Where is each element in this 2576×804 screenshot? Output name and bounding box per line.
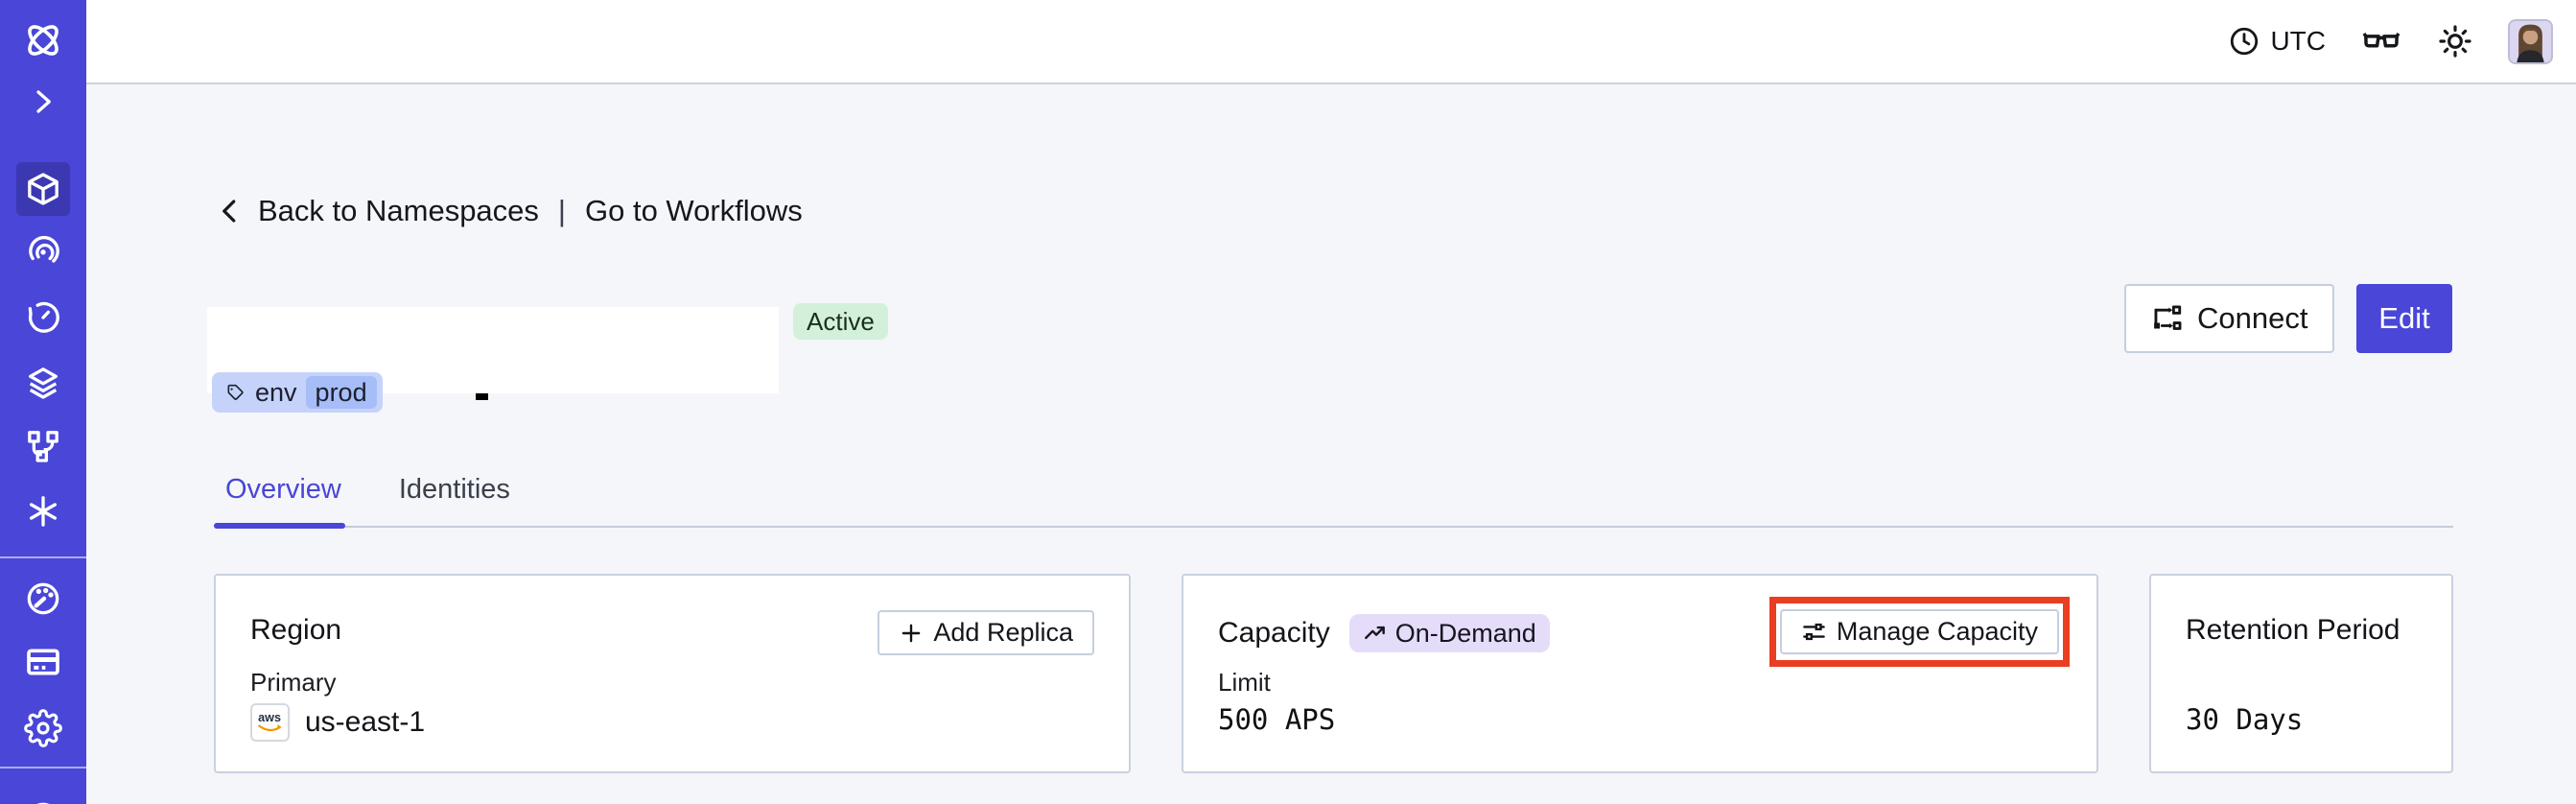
clock-icon xyxy=(2228,25,2260,58)
layers-icon[interactable] xyxy=(24,364,62,402)
region-card: Region Add Replica Primary aws us-east-1 xyxy=(214,574,1131,773)
tab-active-underline xyxy=(214,523,345,529)
edit-button-label: Edit xyxy=(2378,301,2430,335)
help-icon[interactable] xyxy=(24,799,62,804)
nexus-asterisk-icon[interactable] xyxy=(24,492,62,531)
status-badge: Active xyxy=(793,303,888,340)
settings-gear-icon[interactable] xyxy=(24,709,62,747)
namespaces-icon[interactable] xyxy=(24,170,62,208)
namespace-tag[interactable]: env prod xyxy=(212,372,383,413)
edit-button[interactable]: Edit xyxy=(2356,284,2452,353)
connect-button-label: Connect xyxy=(2197,301,2308,335)
retention-card: Retention Period 30 Days xyxy=(2149,574,2453,773)
usage-gauge-icon[interactable] xyxy=(24,579,62,618)
retention-card-title: Retention Period xyxy=(2186,614,2400,646)
connect-flow-icon xyxy=(2154,305,2182,330)
trending-up-icon xyxy=(1364,626,1385,640)
region-primary-label: Primary xyxy=(250,668,337,697)
capacity-card-title: Capacity xyxy=(1218,617,1330,649)
retention-value: 30 Days xyxy=(2186,703,2304,736)
schedules-clock-icon[interactable] xyxy=(24,298,62,337)
manage-capacity-button[interactable]: Manage Capacity xyxy=(1779,609,2059,654)
billing-card-icon[interactable] xyxy=(24,643,62,681)
plus-icon xyxy=(902,624,921,642)
manage-capacity-highlight-annotation: Manage Capacity xyxy=(1768,597,2070,667)
add-replica-button[interactable]: Add Replica xyxy=(878,610,1094,655)
connect-button[interactable]: Connect xyxy=(2124,284,2335,353)
tab-overview[interactable]: Overview xyxy=(225,474,341,505)
capacity-limit-label: Limit xyxy=(1218,668,1271,697)
timezone-label: UTC xyxy=(2270,26,2326,56)
back-chevron-icon[interactable] xyxy=(216,197,245,225)
breadcrumb-workflows-link[interactable]: Go to Workflows xyxy=(584,194,803,227)
timezone-selector[interactable]: UTC xyxy=(2228,25,2326,58)
sliders-icon xyxy=(1803,623,1825,641)
on-demand-label: On-Demand xyxy=(1394,618,1536,648)
sidebar-divider xyxy=(0,556,86,558)
tag-value-chip: prod xyxy=(305,376,377,409)
capacity-card: Capacity On-Demand Manage Capacity Limit… xyxy=(1182,574,2098,773)
user-avatar[interactable] xyxy=(2508,18,2553,64)
breadcrumb-back-link[interactable]: Back to Namespaces xyxy=(258,194,539,227)
tag-key: env xyxy=(255,377,297,407)
tag-icon xyxy=(227,384,244,400)
aws-label: aws xyxy=(258,711,281,724)
tab-underline xyxy=(214,526,2453,528)
breadcrumb-separator: | xyxy=(557,194,566,227)
branch-pipeline-icon[interactable] xyxy=(24,427,62,465)
topbar: UTC xyxy=(86,0,2576,84)
tab-identities[interactable]: Identities xyxy=(398,474,510,505)
sidebar xyxy=(0,0,86,804)
manage-capacity-label: Manage Capacity xyxy=(1836,617,2038,646)
temporal-logo-icon[interactable] xyxy=(20,17,66,63)
breadcrumb: Back to Namespaces | Go to Workflows xyxy=(216,194,803,228)
tab-bar: Overview Identities xyxy=(214,470,522,508)
region-card-title: Region xyxy=(250,614,342,646)
theme-sun-icon[interactable] xyxy=(2437,23,2473,59)
glasses-icon[interactable] xyxy=(2360,20,2402,62)
aws-provider-icon: aws xyxy=(250,703,290,742)
spiral-icon[interactable] xyxy=(24,232,62,271)
add-replica-label: Add Replica xyxy=(933,618,1073,647)
sidebar-divider xyxy=(0,767,86,769)
region-value: us-east-1 xyxy=(305,706,426,738)
sidebar-expand-chevron-icon[interactable] xyxy=(29,87,58,116)
capacity-value: 500 APS xyxy=(1218,703,1336,736)
on-demand-badge: On-Demand xyxy=(1348,614,1550,652)
